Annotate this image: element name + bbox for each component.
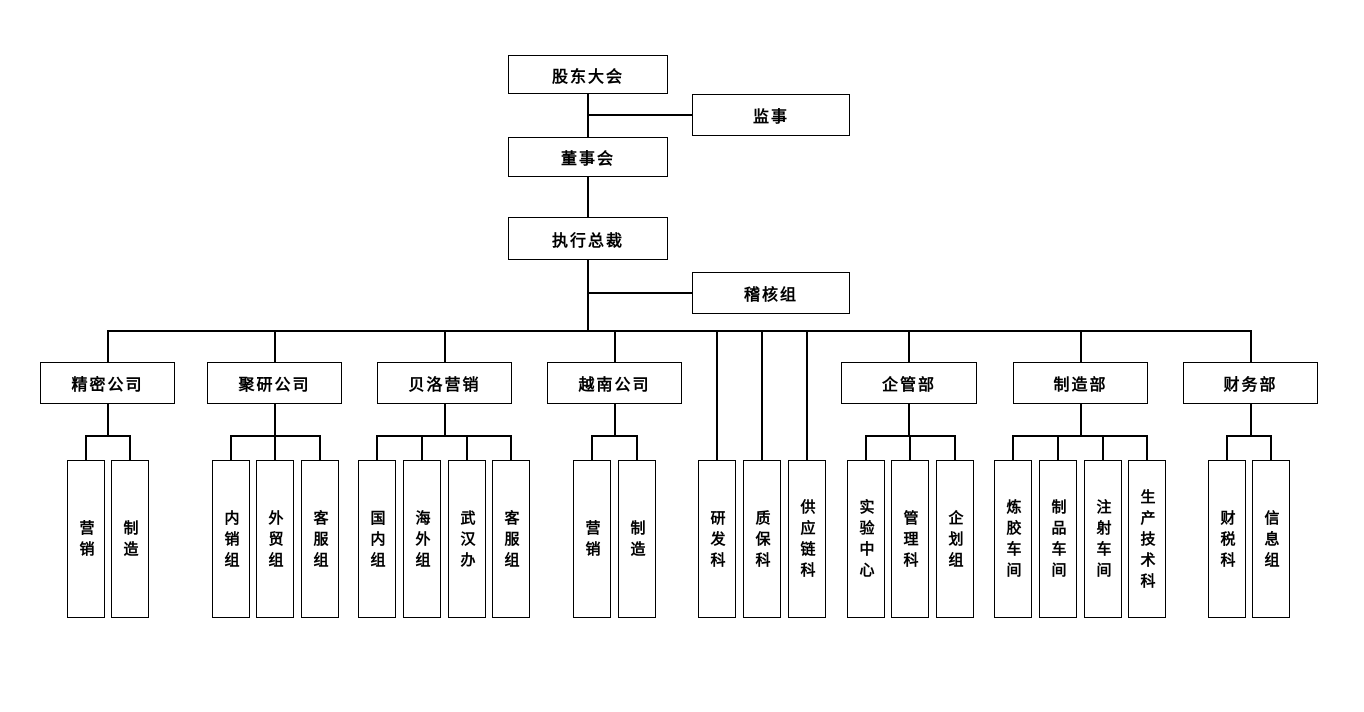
node-supervisor: 监事 [692,94,850,136]
node-shareholders-meeting: 股东大会 [508,55,668,94]
connector-line [107,404,109,436]
unit-box: 企划组 [936,460,974,618]
unit-box: 客服组 [301,460,339,618]
connector-line [274,404,276,436]
connector-line [1226,435,1272,437]
unit-box: 制造 [111,460,149,618]
unit-box: 国内组 [358,460,396,618]
unit-box: 营销 [573,460,611,618]
connector-line [587,94,589,137]
connector-line [1270,435,1272,461]
connector-line [1226,435,1228,461]
connector-line [85,435,87,461]
connector-line [1250,330,1252,363]
unit-box: 炼胶车间 [994,460,1032,618]
unit-box: 信息组 [1252,460,1290,618]
unit-box: 客服组 [492,460,530,618]
unit-box: 制造 [618,460,656,618]
department-box: 聚研公司 [207,362,342,404]
node-board-of-directors: 董事会 [508,137,668,177]
connector-line [588,292,692,294]
department-box: 越南公司 [547,362,682,404]
connector-line [444,330,446,363]
connector-line [716,330,718,460]
connector-line [274,330,276,363]
connector-line [230,435,232,461]
unit-box: 武汉办 [448,460,486,618]
connector-line [908,404,910,436]
unit-box: 外贸组 [256,460,294,618]
connector-line [1102,435,1104,461]
unit-box: 财税科 [1208,460,1246,618]
unit-box: 海外组 [403,460,441,618]
department-box: 精密公司 [40,362,175,404]
connector-line [806,330,808,460]
department-box: 企管部 [841,362,977,404]
connector-line [909,435,911,461]
unit-box: 质保科 [743,460,781,618]
connector-line [85,435,131,437]
connector-line [444,404,446,436]
connector-line [954,435,956,461]
connector-line [865,435,867,461]
department-box: 财务部 [1183,362,1318,404]
unit-box: 生产技术科 [1128,460,1166,618]
connector-line [1250,404,1252,436]
connector-line [107,330,1251,332]
department-box: 制造部 [1013,362,1148,404]
unit-box: 内销组 [212,460,250,618]
connector-line [1057,435,1059,461]
unit-box: 供应链科 [788,460,826,618]
connector-line [129,435,131,461]
connector-line [1080,330,1082,363]
connector-line [761,330,763,460]
connector-line [865,435,956,437]
connector-line [614,330,616,363]
connector-line [376,435,512,437]
connector-line [274,435,276,461]
connector-line [107,330,109,363]
connector-line [587,177,589,217]
connector-line [636,435,638,461]
connector-line [421,435,423,461]
unit-box: 实验中心 [847,460,885,618]
connector-line [1080,404,1082,436]
node-executive-president: 执行总裁 [508,217,668,260]
connector-line [591,435,593,461]
connector-line [376,435,378,461]
connector-line [587,260,589,330]
unit-box: 营销 [67,460,105,618]
unit-box: 研发科 [698,460,736,618]
connector-line [1146,435,1148,461]
connector-line [230,435,321,437]
unit-box: 管理科 [891,460,929,618]
connector-line [614,404,616,436]
connector-line [1012,435,1148,437]
connector-line [591,435,638,437]
connector-line [908,330,910,363]
unit-box: 制品车间 [1039,460,1077,618]
connector-line [466,435,468,461]
connector-line [1012,435,1014,461]
node-audit-group: 稽核组 [692,272,850,314]
connector-line [510,435,512,461]
unit-box: 注射车间 [1084,460,1122,618]
connector-line [588,114,692,116]
department-box: 贝洛营销 [377,362,512,404]
connector-line [319,435,321,461]
